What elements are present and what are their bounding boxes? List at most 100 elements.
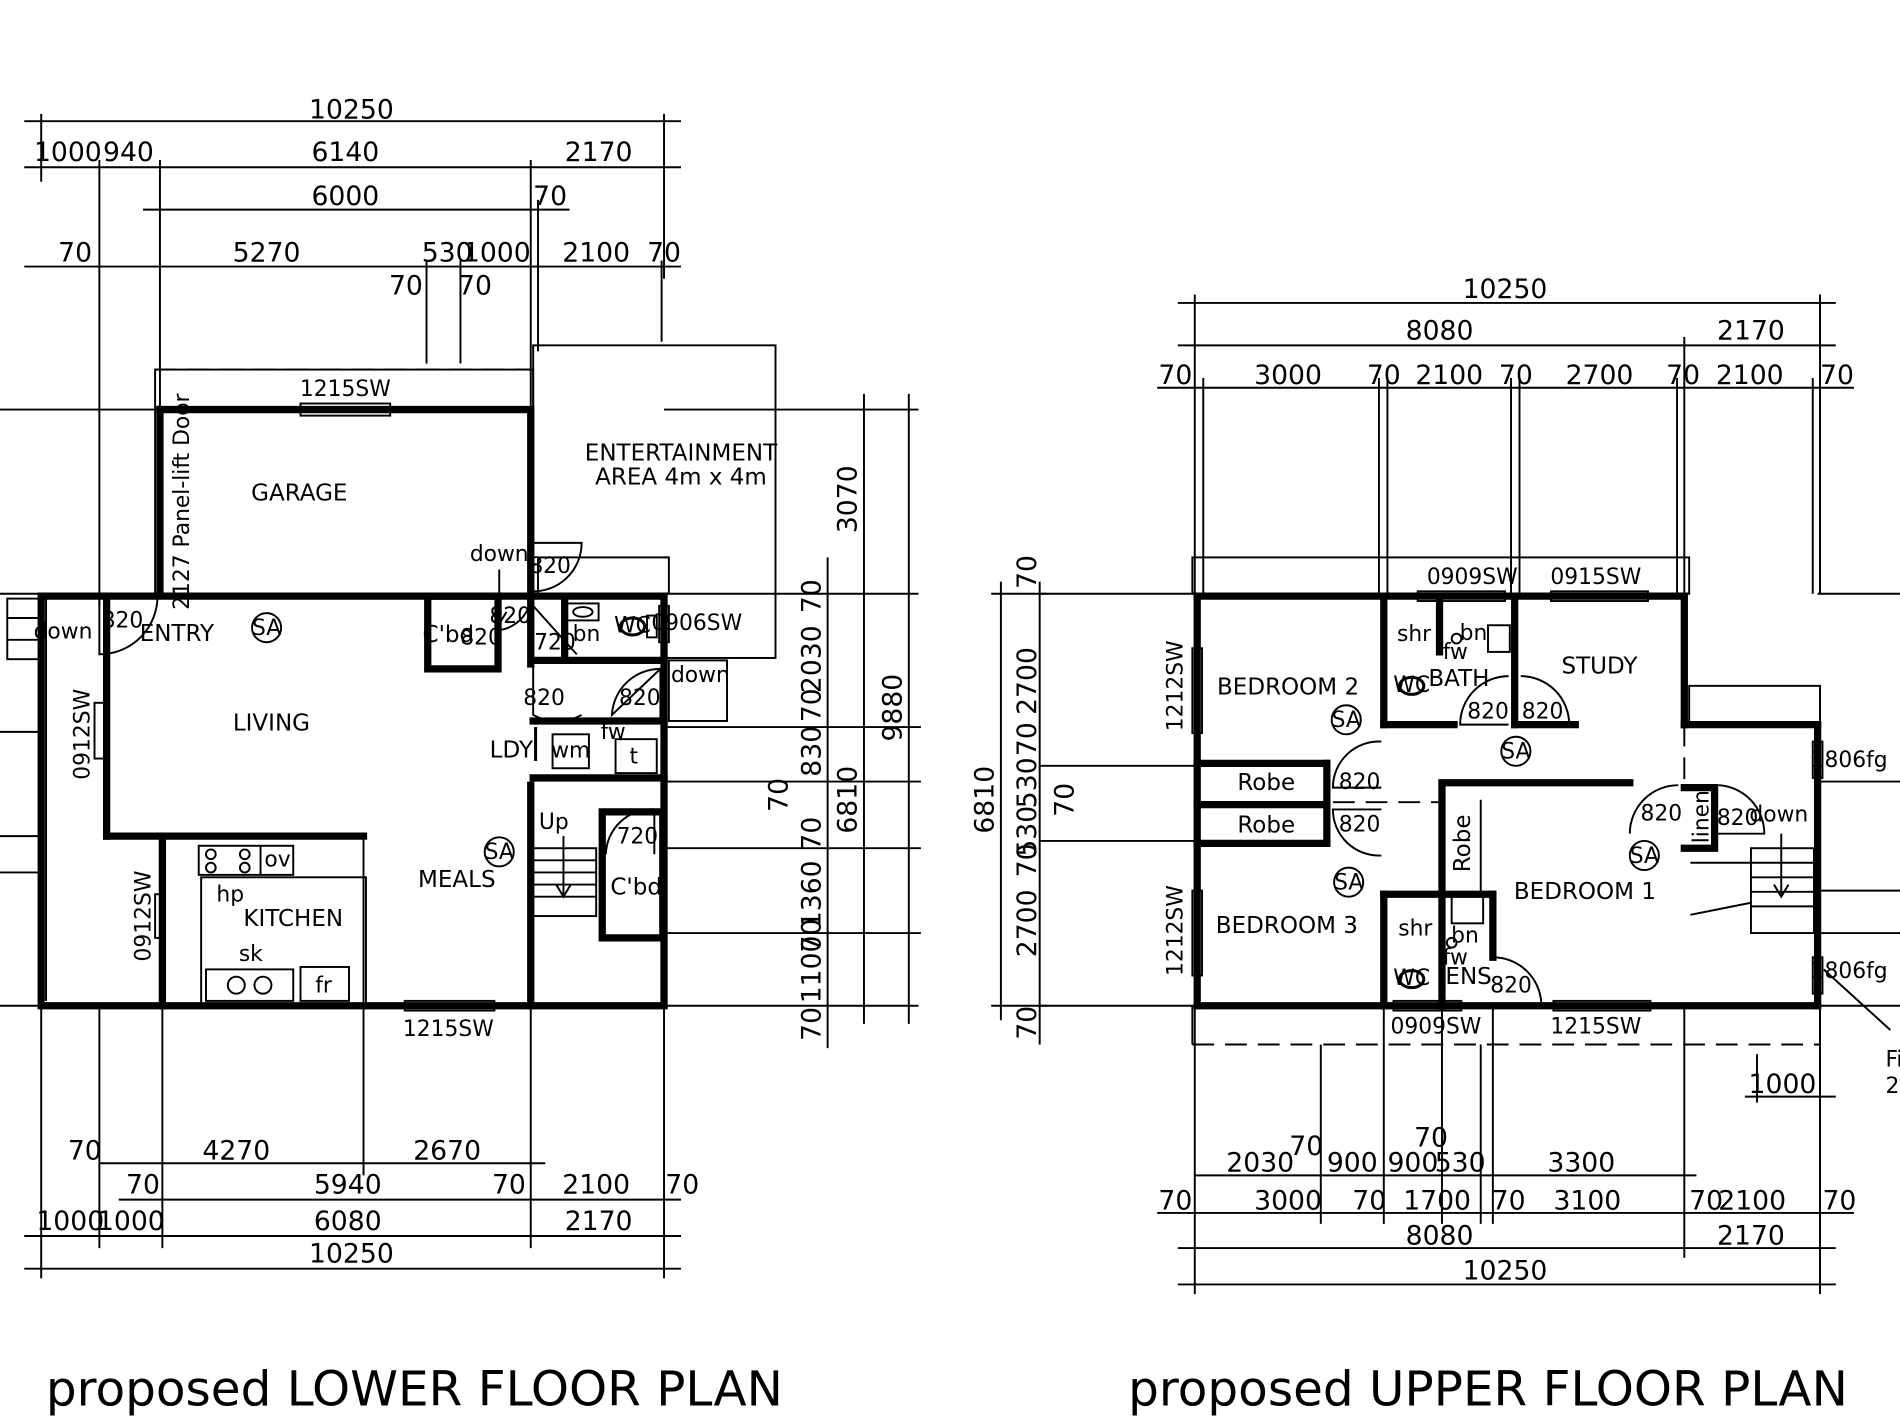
upper-structure — [1039, 556, 1900, 1103]
lower-dim-top-r2-1: 940 — [103, 137, 154, 168]
upper-fixture-wc-1: WC — [1393, 673, 1430, 698]
lower-dim-bottom-r1-1: 4270 — [202, 1136, 270, 1167]
upper-smoke-alarm-3: SA — [1334, 870, 1363, 895]
lower-dim-top-r4-2: 530 — [422, 238, 473, 269]
upper-window-right-1: 1806fg — [1811, 748, 1888, 773]
lower-bottom-dimensions — [24, 1005, 681, 1279]
lower-dim-bottom-r3-2: 6080 — [314, 1206, 382, 1237]
upper-dim-bottom-r3-6: 70 — [1689, 1185, 1723, 1216]
upper-door-linen: 820 — [1717, 806, 1759, 831]
upper-dim-bottom-r3-0: 70 — [1158, 1185, 1192, 1216]
upper-window-top-1: 0909SW — [1427, 565, 1518, 590]
upper-note-line2: 21 — [1885, 1074, 1900, 1099]
lower-dim-bottom-r2-2: 70 — [492, 1170, 526, 1201]
upper-smoke-alarm-1-icon — [1330, 704, 1362, 736]
lower-room-ldy: LDY — [490, 737, 534, 763]
lower-smoke-alarm-1-icon — [251, 612, 283, 644]
lower-dim-top-r4-4: 2100 — [562, 238, 630, 269]
upper-door-study: 820 — [1522, 700, 1564, 725]
lower-dim-bottom-r1-2: 2670 — [413, 1136, 481, 1167]
lower-dim-right-b-4: 70 — [764, 778, 795, 812]
upper-dim-left-a-0: 6810 — [970, 766, 1001, 834]
upper-smoke-alarm-2: SA — [1501, 740, 1530, 765]
upper-fixture-shower-2: shr — [1398, 916, 1432, 941]
upper-stairs — [1690, 833, 1815, 935]
upper-dim-bottom-r2-2: 900 — [1387, 1148, 1438, 1179]
upper-floor-plan-title: proposed UPPER FLOOR PLAN — [1128, 1362, 1848, 1418]
lower-dim-right-b-8: 1100 — [796, 935, 827, 1003]
lower-room-garage: GARAGE — [251, 480, 347, 506]
upper-dim-top-r3-3: 2100 — [1415, 360, 1483, 391]
lower-right-dimensions — [664, 393, 919, 1049]
upper-fixture-basin-2: bn — [1451, 924, 1479, 949]
lower-room-entertainment-line2: AREA 4m x 4m — [595, 465, 767, 491]
upper-room-study: STUDY — [1561, 654, 1638, 680]
upper-window-bottom-2: 1215SW — [1550, 1015, 1641, 1040]
upper-window-right-2: 1806fg — [1811, 959, 1888, 984]
lower-room-living: LIVING — [233, 711, 310, 737]
upper-fixture-floor-waste-2: fw — [1443, 946, 1468, 971]
upper-window-left-1: 1212SW — [1164, 640, 1189, 731]
upper-smoke-alarm-1: SA — [1332, 708, 1361, 733]
lower-dim-top-r2-0: 1000 — [34, 137, 102, 168]
upper-door-bedroom-3: 820 — [1339, 812, 1381, 837]
lower-door-hall-1: 820 — [489, 604, 531, 629]
upper-dim-bottom-r3-5: 3100 — [1553, 1185, 1621, 1216]
lower-dim-top-r2-3: 2170 — [565, 137, 633, 168]
upper-dim-left-b-5: 70 — [1012, 843, 1043, 877]
lower-window-left: 0912SW — [71, 689, 96, 780]
upper-room-ensuite: ENS — [1445, 964, 1491, 990]
lower-room-cbd-2: C'bd — [610, 874, 662, 900]
lower-dim-bottom-r2-4: 70 — [665, 1170, 699, 1201]
upper-dim-left-b-2: 70 — [1012, 722, 1043, 756]
upper-dim-bottom-r2-4: 3300 — [1547, 1148, 1615, 1179]
lower-fixture-hotplate: hp — [216, 883, 244, 908]
upper-door-ensuite: 820 — [1490, 973, 1532, 998]
lower-structure — [0, 344, 921, 1012]
lower-dim-top-r3-1: 70 — [533, 181, 567, 212]
upper-door-bedroom-2: 820 — [1339, 770, 1381, 795]
lower-fixture-fridge: fr — [315, 973, 332, 998]
upper-dim-left-b-3: 530 — [1012, 757, 1043, 808]
lower-dim-right-b-6: 1360 — [796, 860, 827, 928]
upper-room-bedroom-3: BEDROOM 3 — [1216, 913, 1358, 939]
upper-dim-bottom-r2-1: 900 — [1327, 1148, 1378, 1179]
lower-dim-bottom-r3-1: 1000 — [97, 1206, 165, 1237]
lower-dim-top-r3-0: 6000 — [311, 181, 379, 212]
upper-dim-bottom-r4-0: 8080 — [1406, 1220, 1474, 1251]
upper-dim-bottom-r5-0: 10250 — [1463, 1256, 1548, 1287]
lower-window-bottom: 1215SW — [403, 1017, 494, 1042]
lower-dim-top-r4-0: 70 — [58, 238, 92, 269]
lower-door-cbd: 820 — [460, 626, 502, 651]
upper-dim-bottom-r2-3: 530 — [1435, 1148, 1486, 1179]
upper-fixture-shower-1: shr — [1397, 622, 1431, 647]
upper-dim-right-0: 1000 — [1749, 1069, 1817, 1100]
upper-note-line1: Fi — [1885, 1047, 1900, 1072]
upper-window-left-2: 1212SW — [1164, 885, 1189, 976]
upper-smoke-alarm-4: SA — [1630, 844, 1659, 869]
lower-dim-right-b-0: 70 — [796, 579, 827, 613]
upper-smoke-alarm-4-icon — [1628, 839, 1660, 871]
lower-dim-right-b-3: 830 — [796, 726, 827, 777]
lower-dim-right-c-0: 6810 — [833, 766, 864, 834]
upper-left-dimensions — [991, 581, 1047, 1045]
upper-dim-top-r3-0: 70 — [1158, 360, 1192, 391]
upper-window-bottom-1: 0909SW — [1390, 1015, 1481, 1040]
upper-smoke-alarm-3-icon — [1333, 866, 1365, 898]
upper-dim-top-r3-2: 70 — [1367, 360, 1401, 391]
upper-door-bath: 820 — [1467, 700, 1509, 725]
lower-dim-right-b-2: 70 — [796, 688, 827, 722]
lower-dim-bottom-r1-0: 70 — [68, 1136, 102, 1167]
lower-dim-bottom-r2-0: 70 — [126, 1170, 160, 1201]
upper-dim-top-r3-7: 2100 — [1716, 360, 1784, 391]
lower-dim-top-r5-0: 70 — [389, 270, 423, 301]
lower-dim-top-r4-3: 1000 — [463, 238, 531, 269]
upper-dim-bottom-r1-1: 70 — [1414, 1122, 1448, 1153]
lower-stairs — [491, 569, 598, 918]
upper-fixture-wc-2: WC — [1393, 966, 1430, 991]
upper-dim-left-b-0: 70 — [1012, 555, 1043, 589]
lower-room-entry: ENTRY — [140, 621, 215, 647]
lower-dim-bottom-r3-0: 1000 — [36, 1206, 104, 1237]
upper-room-bedroom-2: BEDROOM 2 — [1217, 674, 1359, 700]
